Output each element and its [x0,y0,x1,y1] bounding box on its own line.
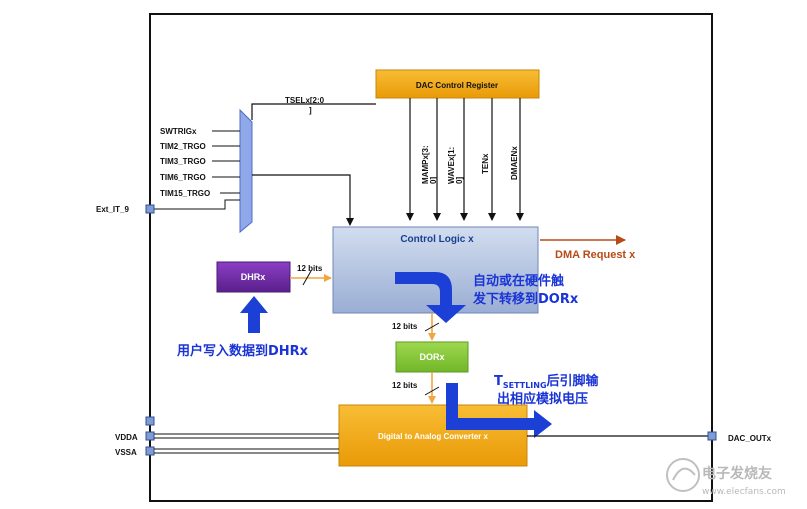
auto-transfer-note-2: 发下转移到DORx [472,291,579,307]
ext-it-pin [145,204,155,214]
logic-bits-label: 12 bits [392,322,418,331]
logic-bus-slash [424,322,440,332]
vssa-pin [145,446,155,456]
control-logic-block [332,226,539,314]
mamp-bits-label-1: MAMPx[3: [421,145,430,184]
vdda-label: VDDA [115,433,138,442]
auto-transfer-note-1: 自动或在硬件触 [473,273,564,289]
outer-boundary [149,13,713,502]
control-logic-label: Control Logic x [400,234,474,245]
settling-note-1: TSETTLING后引脚输 [494,373,600,390]
register-bit-lines [406,98,524,221]
dac-control-register-block [375,69,540,99]
dac-converter-label: Digital to Analog Converter x [378,432,488,441]
dor-block [395,341,469,373]
dma-request-label: DMA Request x [555,249,636,261]
watermark-cn: 电子发烧友 [702,465,772,482]
dhr-bus-slash [302,270,312,286]
ext-it-label: Ext_IT_9 [96,205,129,214]
dmaen-bit-label: DMAENx [510,146,519,180]
tsel-label-2: ] [309,106,312,115]
dac-out-pin [707,431,717,441]
trigger-input-tim6: TIM6_TRGO [160,173,206,182]
dor-bus-slash [424,386,440,396]
watermark-url: www.elecfans.com [702,487,786,497]
power-lines [154,433,339,454]
dhr-block [216,261,291,293]
trigger-input-tim3: TIM3_TRGO [160,157,206,166]
tsel-label-1: TSELx[2:0 [285,96,325,105]
trigger-input-tim2: TIM2_TRGO [160,142,206,151]
watermark: 电子发烧友 www.elecfans.com [666,458,786,497]
spare-pin [145,416,155,426]
trigger-input-tim15: TIM15_TRGO [160,189,210,198]
auto-transfer-arrow [395,272,466,323]
trigger-input-swtrig: SWTRIGx [160,127,197,136]
dhr-label: DHRx [241,272,266,282]
user-write-arrow [240,296,268,333]
dor-bits-label: 12 bits [392,381,418,390]
dor-label: DORx [419,352,444,362]
settling-note-2: 出相应模拟电压 [497,391,588,407]
mamp-bits-label-2: 0] [429,177,438,184]
dac-control-register-label: DAC Control Register [416,81,498,90]
dac-converter-block [338,404,528,467]
ten-bit-label: TENx [481,153,490,174]
trigger-mux [239,108,253,234]
mux-output-line [252,174,354,226]
analog-output-arrow [446,383,552,438]
dhr-bits-label: 12 bits [297,264,323,273]
trigger-input-lines [154,130,240,210]
vdda-pin [145,431,155,441]
dac-out-label: DAC_OUTx [728,434,772,443]
vssa-label: VSSA [115,448,137,457]
wave-bits-label-1: WAVEx[1: [447,147,456,184]
watermark-logo-icon [666,458,700,492]
user-write-note: 用户写入数据到DHRx [176,343,309,359]
wave-bits-label-2: 0] [455,177,464,184]
tsel-line [251,103,376,120]
